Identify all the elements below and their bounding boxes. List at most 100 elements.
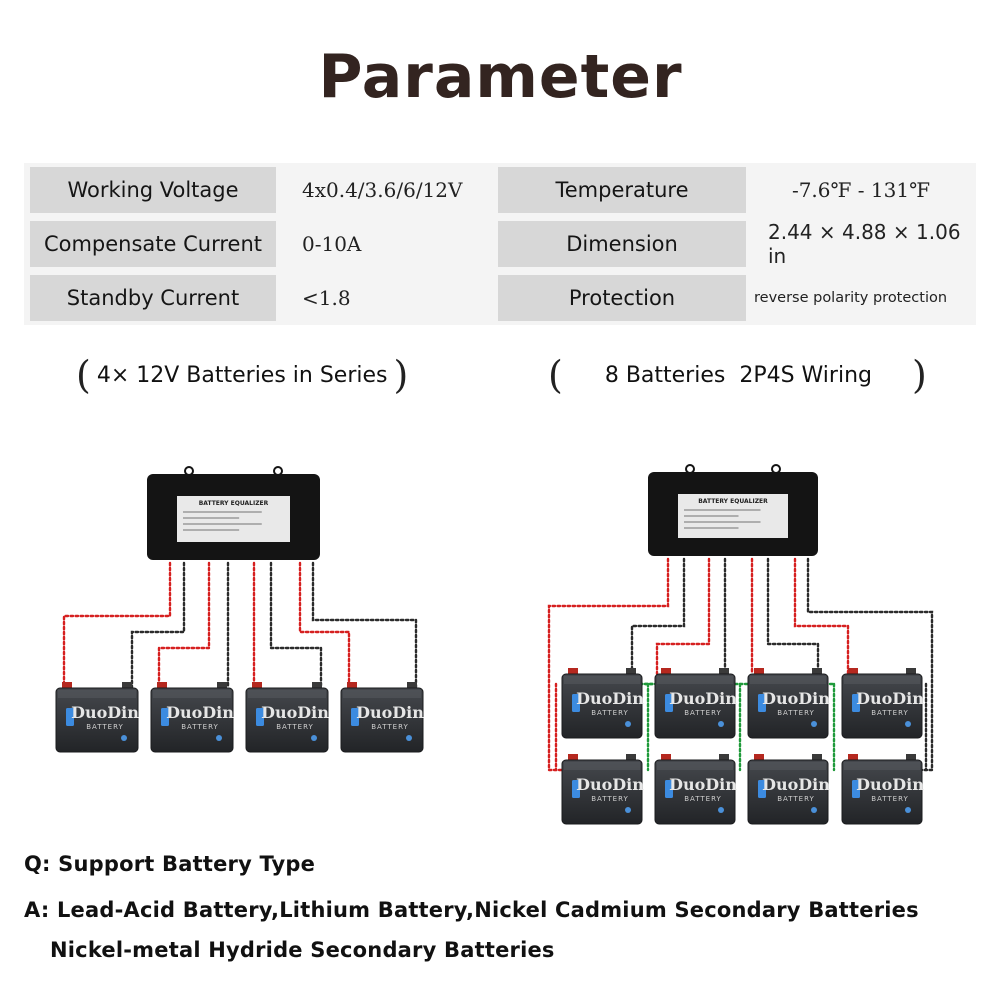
battery-badge — [311, 735, 317, 741]
battery-brand: DuoDin — [576, 775, 644, 794]
battery-icon — [852, 780, 860, 798]
mount-hole — [273, 466, 283, 476]
positive-lead — [793, 557, 850, 676]
qa-answer-line-2: Nickel-metal Hydride Secondary Batteries — [50, 938, 555, 962]
battery-sub: BATTERY — [86, 723, 124, 731]
battery-top-rim — [657, 762, 733, 770]
param-value-temperature: -7.6℉ - 131℉ — [791, 178, 931, 202]
battery-body — [55, 687, 139, 753]
battery-badge — [718, 721, 724, 727]
battery-icon — [66, 708, 74, 726]
battery-top-rim — [564, 676, 640, 684]
battery-body — [747, 673, 829, 739]
battery-top-rim — [58, 690, 136, 698]
negative-lead — [806, 557, 934, 772]
param-value-standby-current: <1.8 — [302, 286, 351, 310]
negative-terminal — [312, 682, 322, 690]
battery-sub: BATTERY — [181, 723, 219, 731]
positive-terminal — [661, 668, 671, 676]
battery-badge — [905, 807, 911, 813]
parameter-table: Working Voltage 4x0.4/3.6/6/12V Temperat… — [24, 163, 976, 325]
battery-badge — [718, 807, 724, 813]
battery-icon — [572, 780, 580, 798]
battery-body — [747, 759, 829, 825]
battery-sub: BATTERY — [777, 709, 815, 717]
battery-sub: BATTERY — [871, 795, 909, 803]
battery-top-rim — [564, 762, 640, 770]
wiring-diagram: BATTERY EQUALIZER BATTERY EQUALIZER DuoDi… — [55, 464, 934, 825]
battery-top-rim — [750, 762, 826, 770]
battery-badge — [625, 807, 631, 813]
positive-terminal — [848, 754, 858, 762]
battery-brand: DuoDin — [856, 689, 924, 708]
battery-brand: DuoDin — [166, 703, 234, 722]
negative-lead — [630, 557, 686, 676]
positive-terminal — [661, 754, 671, 762]
positive-terminal — [62, 682, 72, 690]
battery-top-rim — [657, 676, 733, 684]
battery-brand: DuoDin — [669, 689, 737, 708]
battery-brand: DuoDin — [356, 703, 424, 722]
caption-open-paren: ( — [548, 353, 563, 397]
battery-icon — [665, 694, 673, 712]
negative-terminal — [626, 668, 636, 676]
battery-brand: DuoDin — [856, 775, 924, 794]
caption-series: ( 4× 12V Batteries in Series ) — [76, 352, 408, 398]
positive-terminal — [157, 682, 167, 690]
positive-terminal — [347, 682, 357, 690]
battery-sub: BATTERY — [777, 795, 815, 803]
negative-terminal — [719, 668, 729, 676]
battery-top-rim — [844, 676, 920, 684]
equalizer-label-plate — [177, 496, 290, 542]
mount-hole — [184, 466, 194, 476]
battery-sub: BATTERY — [871, 709, 909, 717]
equalizer-right: BATTERY EQUALIZER — [648, 464, 818, 556]
battery-icon — [351, 708, 359, 726]
positive-lead — [62, 561, 172, 690]
battery-icon — [665, 780, 673, 798]
caption-close-paren: ) — [912, 353, 927, 397]
mount-hole — [771, 464, 781, 474]
battery-badge — [216, 735, 222, 741]
battery-icon — [256, 708, 264, 726]
negative-terminal — [217, 682, 227, 690]
battery-badge — [905, 721, 911, 727]
battery-top-rim — [750, 676, 826, 684]
battery-badge — [625, 721, 631, 727]
caption-2p4s: ( 8 Batteries 2P4S Wiring ) — [548, 352, 927, 398]
battery-body — [340, 687, 424, 753]
battery-badge — [406, 735, 412, 741]
param-label-standby-current: Standby Current — [30, 275, 276, 321]
positive-terminal — [568, 754, 578, 762]
param-value-compensate-current: 0-10A — [302, 232, 362, 256]
equalizer-label: BATTERY EQUALIZER — [199, 500, 269, 507]
param-label-working-voltage: Working Voltage — [30, 167, 276, 213]
negative-terminal — [122, 682, 132, 690]
positive-terminal — [848, 668, 858, 676]
battery-sub: BATTERY — [276, 723, 314, 731]
battery-body — [150, 687, 234, 753]
negative-terminal — [906, 668, 916, 676]
battery-body — [245, 687, 329, 753]
caption-open-paren: ( — [76, 353, 91, 397]
battery-sub: BATTERY — [591, 795, 629, 803]
battery-badge — [811, 807, 817, 813]
battery-body — [654, 673, 736, 739]
negative-terminal — [626, 754, 636, 762]
battery-body — [841, 759, 923, 825]
battery-body — [561, 759, 643, 825]
positive-terminal — [754, 668, 764, 676]
battery-sub: BATTERY — [684, 709, 722, 717]
negative-terminal — [812, 754, 822, 762]
battery-icon — [161, 708, 169, 726]
param-value-dimension: 2.44 × 4.88 × 1.06 in — [768, 220, 961, 268]
battery-top-rim — [844, 762, 920, 770]
negative-lead — [269, 561, 323, 690]
negative-terminal — [719, 754, 729, 762]
